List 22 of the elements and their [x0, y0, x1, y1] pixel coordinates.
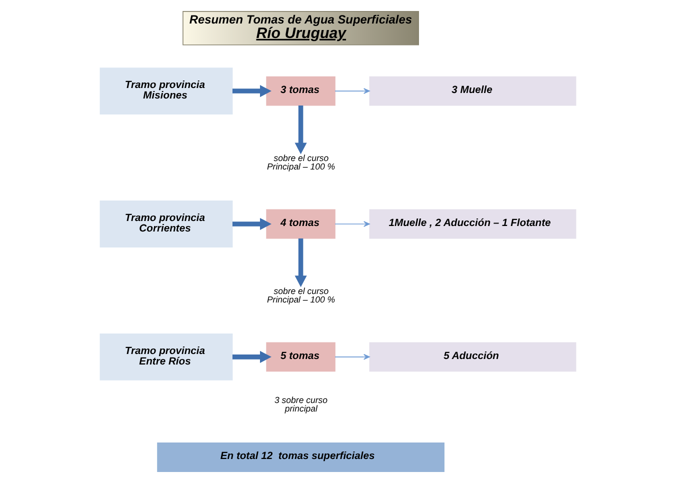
node-box: 3 tomas	[266, 76, 336, 106]
node-box: Tramo provincia Entre Ríos	[100, 333, 233, 380]
node-box: 5 Aducción	[369, 342, 576, 372]
node-box: En total 12 tomas superficiales	[157, 442, 444, 472]
arrow	[232, 85, 272, 98]
node-box: Tramo provincia Corrientes	[100, 200, 233, 248]
node-box: Resumen Tomas de Agua Superficiales Río Uruguay	[182, 11, 419, 46]
arrow	[294, 106, 307, 154]
node-box: 3 Muelle	[369, 76, 576, 106]
arrow	[334, 221, 370, 227]
arrow	[334, 354, 370, 360]
node-box: Tramo provincia Misiones	[100, 68, 233, 115]
arrow	[232, 350, 272, 363]
node-box: 5 tomas	[266, 342, 336, 372]
arrow	[232, 218, 272, 230]
node-box: 4 tomas	[266, 209, 336, 239]
arrow	[294, 238, 307, 288]
node-label: 3 sobre curso principal	[274, 394, 328, 414]
arrow	[334, 88, 370, 94]
node-text: sobre el curso Principal – 100 %	[266, 286, 336, 305]
node-text: sobre el curso Principal – 100 %	[266, 152, 336, 172]
node-box: 1Muelle , 2 Aducción – 1 Flotante	[369, 209, 576, 239]
